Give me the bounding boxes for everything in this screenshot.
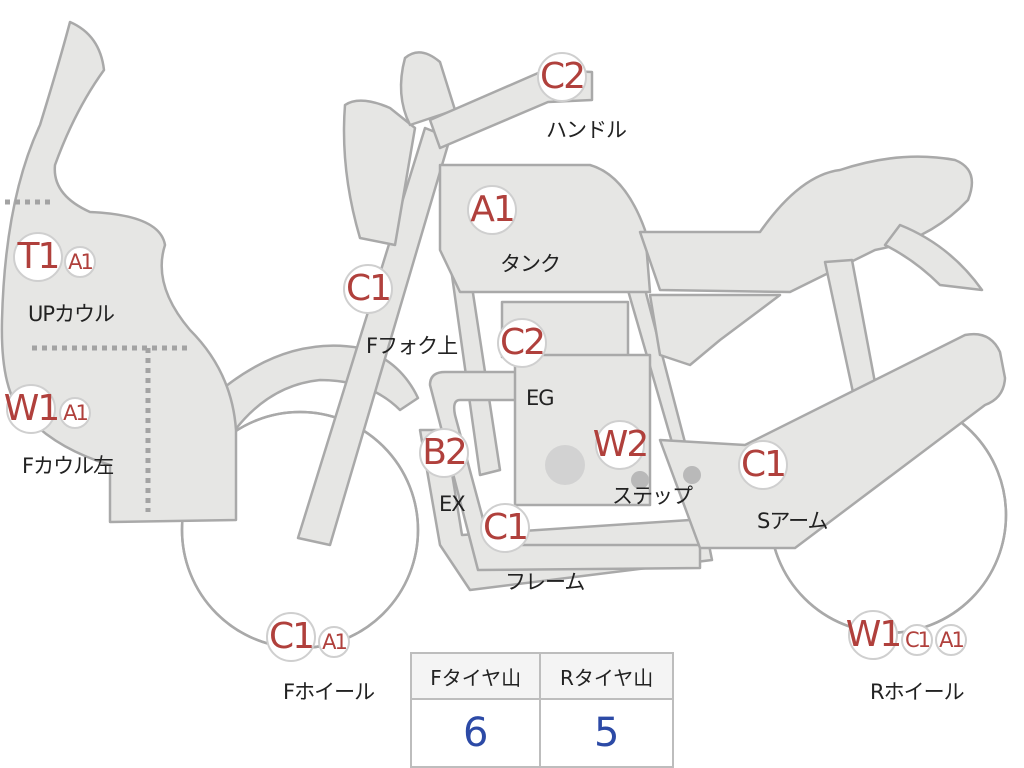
grade-badge: A1 bbox=[935, 624, 967, 656]
part-label-swing-arm: Sアーム bbox=[757, 509, 828, 533]
grade-badge: C1 bbox=[343, 264, 393, 314]
front-tread-value: 6 bbox=[409, 698, 542, 768]
part-label-tank: タンク bbox=[500, 252, 561, 276]
grade-badge: C1 bbox=[738, 440, 788, 490]
grade-badge: A1 bbox=[318, 626, 350, 658]
grade-badge: C1 bbox=[901, 624, 933, 656]
tail-shape bbox=[883, 223, 984, 292]
rear-tread-header: Rタイヤ山 bbox=[539, 652, 674, 700]
grade-badge: C2 bbox=[537, 52, 587, 102]
part-label-front-cowl-left: Fカウル左 bbox=[22, 454, 114, 478]
part-label-engine: EG bbox=[526, 386, 555, 410]
part-label-rear-wheel: Rホイール bbox=[870, 680, 965, 704]
engine-cover bbox=[545, 445, 585, 485]
tire-tread-table: Fタイヤ山 Rタイヤ山 6 5 bbox=[409, 652, 674, 768]
grade-badge: T1 bbox=[13, 232, 63, 282]
grade-badge: C1 bbox=[266, 612, 316, 662]
part-label-exhaust: EX bbox=[439, 492, 466, 516]
grade-badge: W1 bbox=[4, 384, 60, 434]
mirror-shape bbox=[399, 51, 457, 127]
grade-badge: A1 bbox=[467, 185, 517, 235]
rear-tread-value: 5 bbox=[539, 698, 674, 768]
part-label-step: ステップ bbox=[612, 484, 693, 508]
part-label-upper-cowl: UPカウル bbox=[28, 302, 115, 326]
grade-badge: A1 bbox=[64, 246, 96, 278]
part-label-front-wheel: Fホイール bbox=[283, 680, 375, 704]
grade-badge: A1 bbox=[59, 397, 91, 429]
grade-badge: C1 bbox=[480, 503, 530, 553]
front-cowl-shape bbox=[0, 20, 238, 524]
grade-badge: W1 bbox=[846, 610, 902, 660]
front-tread-header: Fタイヤ山 bbox=[409, 652, 542, 700]
grade-badge: W2 bbox=[593, 420, 649, 470]
part-label-front-fork-upper: Fフォク上 bbox=[366, 334, 458, 358]
part-label-handle: ハンドル bbox=[546, 118, 627, 142]
seat-shape bbox=[638, 155, 974, 294]
step-peg-front bbox=[631, 471, 649, 489]
grade-badge: B2 bbox=[419, 428, 469, 478]
head-bracket-shape bbox=[342, 99, 417, 247]
step-peg-rear bbox=[683, 466, 701, 484]
part-label-frame: フレーム bbox=[505, 570, 585, 594]
grade-badge: C2 bbox=[497, 318, 547, 368]
swing-arm-shape bbox=[658, 332, 1007, 550]
side-cover-shape bbox=[648, 293, 782, 367]
